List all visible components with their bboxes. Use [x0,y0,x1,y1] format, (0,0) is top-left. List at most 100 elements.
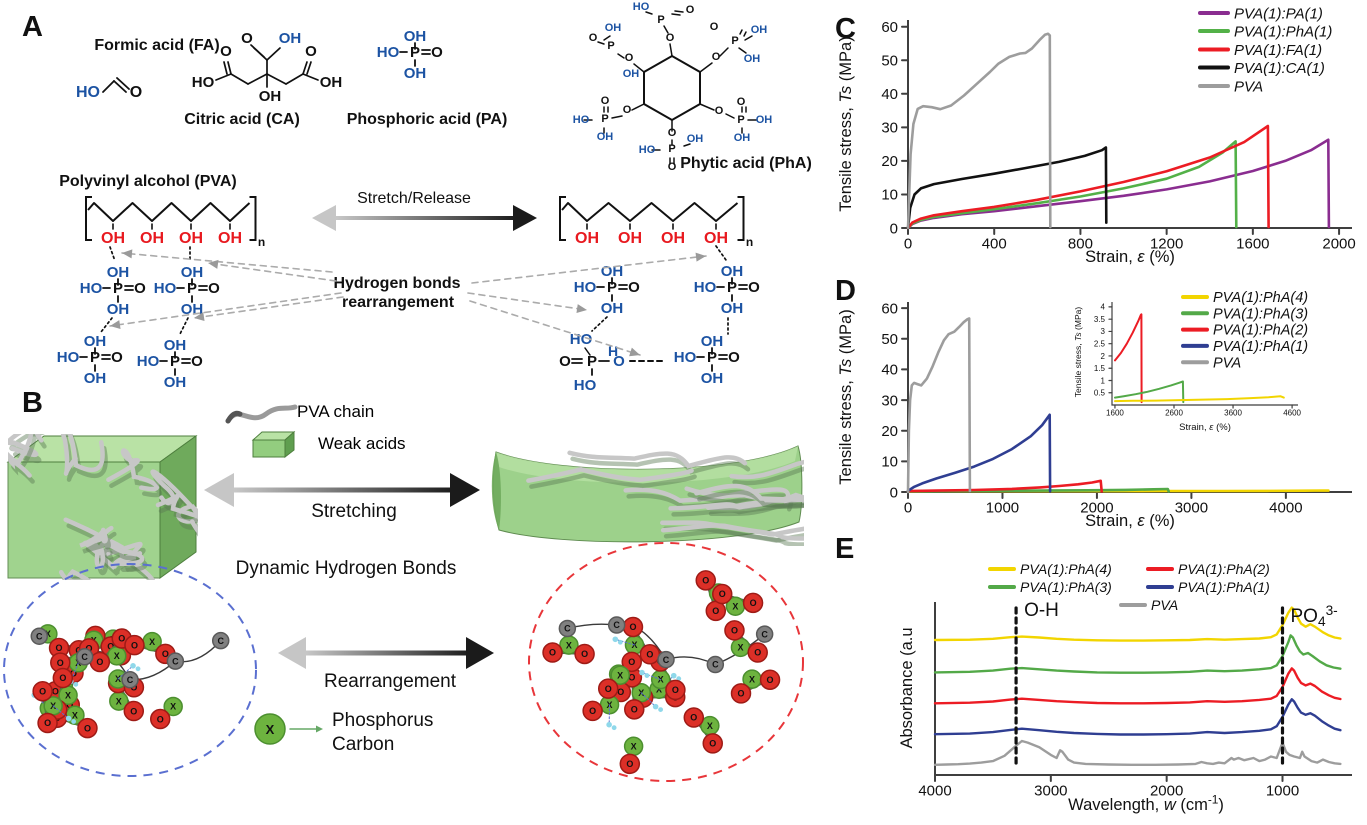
phosphorus-atom-letter: X [749,674,755,684]
oxygen-atom-letter: O [605,684,612,694]
phos-oh: OH [84,370,107,387]
hydrogen-dot-icon [617,639,623,645]
pva-oh: OH [179,230,203,247]
dashed-arrowhead-icon [576,304,587,314]
citric-ho: HO [192,74,215,91]
stretching-arrow-left-arrowhead-icon [204,473,234,507]
legend-label: PVA(1):PhA(3) [1213,306,1308,322]
phosphorus-atom-letter: X [116,696,122,706]
phytic-o: O [668,127,677,139]
legend-label: PVA(1):PhA(1) [1234,23,1332,40]
chain-shadow [9,434,45,464]
oxygen-atom-icon [124,634,145,656]
phosphorus-atom-letter: X [707,721,713,731]
phos-o: O [134,280,146,297]
pva-oh: OH [101,230,125,247]
phytic-bond [683,143,691,147]
oxygen-atom-icon [37,712,58,734]
oxygen-atom-letter: O [57,658,64,668]
y-tick-label: 1.5 [1094,364,1106,373]
y-tick-label: 0 [890,220,898,237]
phytic-oh: OH [623,68,640,80]
y-tick-label: 10 [881,454,898,471]
x-tick-label: 400 [982,235,1007,252]
oxygen-atom-icon [621,651,642,673]
citric-bond [306,61,312,75]
oxygen-atom-icon [730,683,752,704]
phos-p: P [90,349,100,366]
oxygen-atom-letter: O [107,642,114,652]
citric-bond [266,73,287,85]
pva-chain-strand [60,434,105,476]
phos-o: O [559,353,571,370]
pva-chain-strand [729,459,804,480]
pva-chain-strand [660,523,804,541]
stretching-arrow-right-arrowhead-icon [450,473,480,507]
phytic-o: O [686,4,695,16]
rearrangement-dashed-arrow [469,300,641,356]
rearrangement-dashed-arrow [467,292,588,311]
series-PVA(1):PhA(1) [933,698,1342,736]
stretched-network: XOOXOOXOOXOOXOOXOOXOOXOOXOOXOOXOOXOXOXOC… [528,542,804,782]
phytic-o: O [623,104,632,116]
series-PVA(1):PhA(2) [1114,313,1143,404]
phosphorus-atom-icon [610,665,630,685]
carbon-atom-icon [706,655,725,674]
oxygen-atom-letter: O [56,643,63,653]
chain-shadow [697,489,804,509]
phos-o: O [191,353,203,370]
carbon-atom-letter: C [36,631,43,641]
phos-o: O [628,279,640,296]
y-tick-label: 60 [881,300,898,317]
phos-p: P [587,353,597,370]
pva-oh: OH [140,230,164,247]
formic-ho: HO [76,84,100,101]
citric-o: O [241,30,253,47]
h-bond [641,672,662,681]
citric-oh: OH [320,74,343,91]
pva-oh: OH [618,230,642,247]
oxygen-atom-letter: O [118,634,125,644]
phytic-o: O [589,32,598,44]
citric-bond [266,47,281,61]
axis-spines [1111,302,1298,406]
stretched-block-side [491,452,501,530]
oxygen-atom-letter: O [626,759,633,769]
phos-ho: HO [674,349,697,366]
phos-o-blue: O [613,353,625,370]
citric-bond [250,44,265,58]
oxygen-atom-icon [683,707,705,728]
x-tick-label: 1000 [986,499,1019,516]
rearrangement-arrow-shaft [304,650,468,656]
carbon-atom-icon [607,616,626,634]
panel-b: B PVA chain Weak acids Stretching Dynami… [3,387,804,782]
oxygen-atom-letter: O [628,657,635,667]
phos-oh: OH [701,333,724,350]
phytic-bond [699,62,713,73]
citric-bond [302,61,308,75]
carbon-atom-letter: C [712,660,719,670]
oxygen-atom-letter: O [712,606,719,616]
pva-chain-strand [63,517,114,548]
weak-acids-legend-label: Weak acids [318,434,406,453]
chain-shadow [708,502,804,517]
phytic-acid-name: Phytic acid (PhA) [680,155,812,172]
rearrangement-arrow-right-arrowhead-icon [466,637,494,669]
oxygen-atom-icon [742,592,764,614]
hydrogen-bonds-label-2: rearrangement [342,294,455,311]
carbon-atom-icon [657,650,675,669]
pva-oh: OH [575,230,599,247]
phos-oh: OH [601,300,624,317]
bracket-right [737,196,745,241]
phos-p: P [707,349,717,366]
phytic-bond [645,11,653,15]
oxygen-atom-icon [665,679,686,701]
phos-ho: HO [574,377,597,394]
carbon-atom-icon [558,619,577,638]
citric-o: O [220,43,232,60]
phytic-o: O [737,96,746,108]
oxygen-atom-letter: O [549,648,556,658]
y-tick-label: 20 [881,153,898,170]
